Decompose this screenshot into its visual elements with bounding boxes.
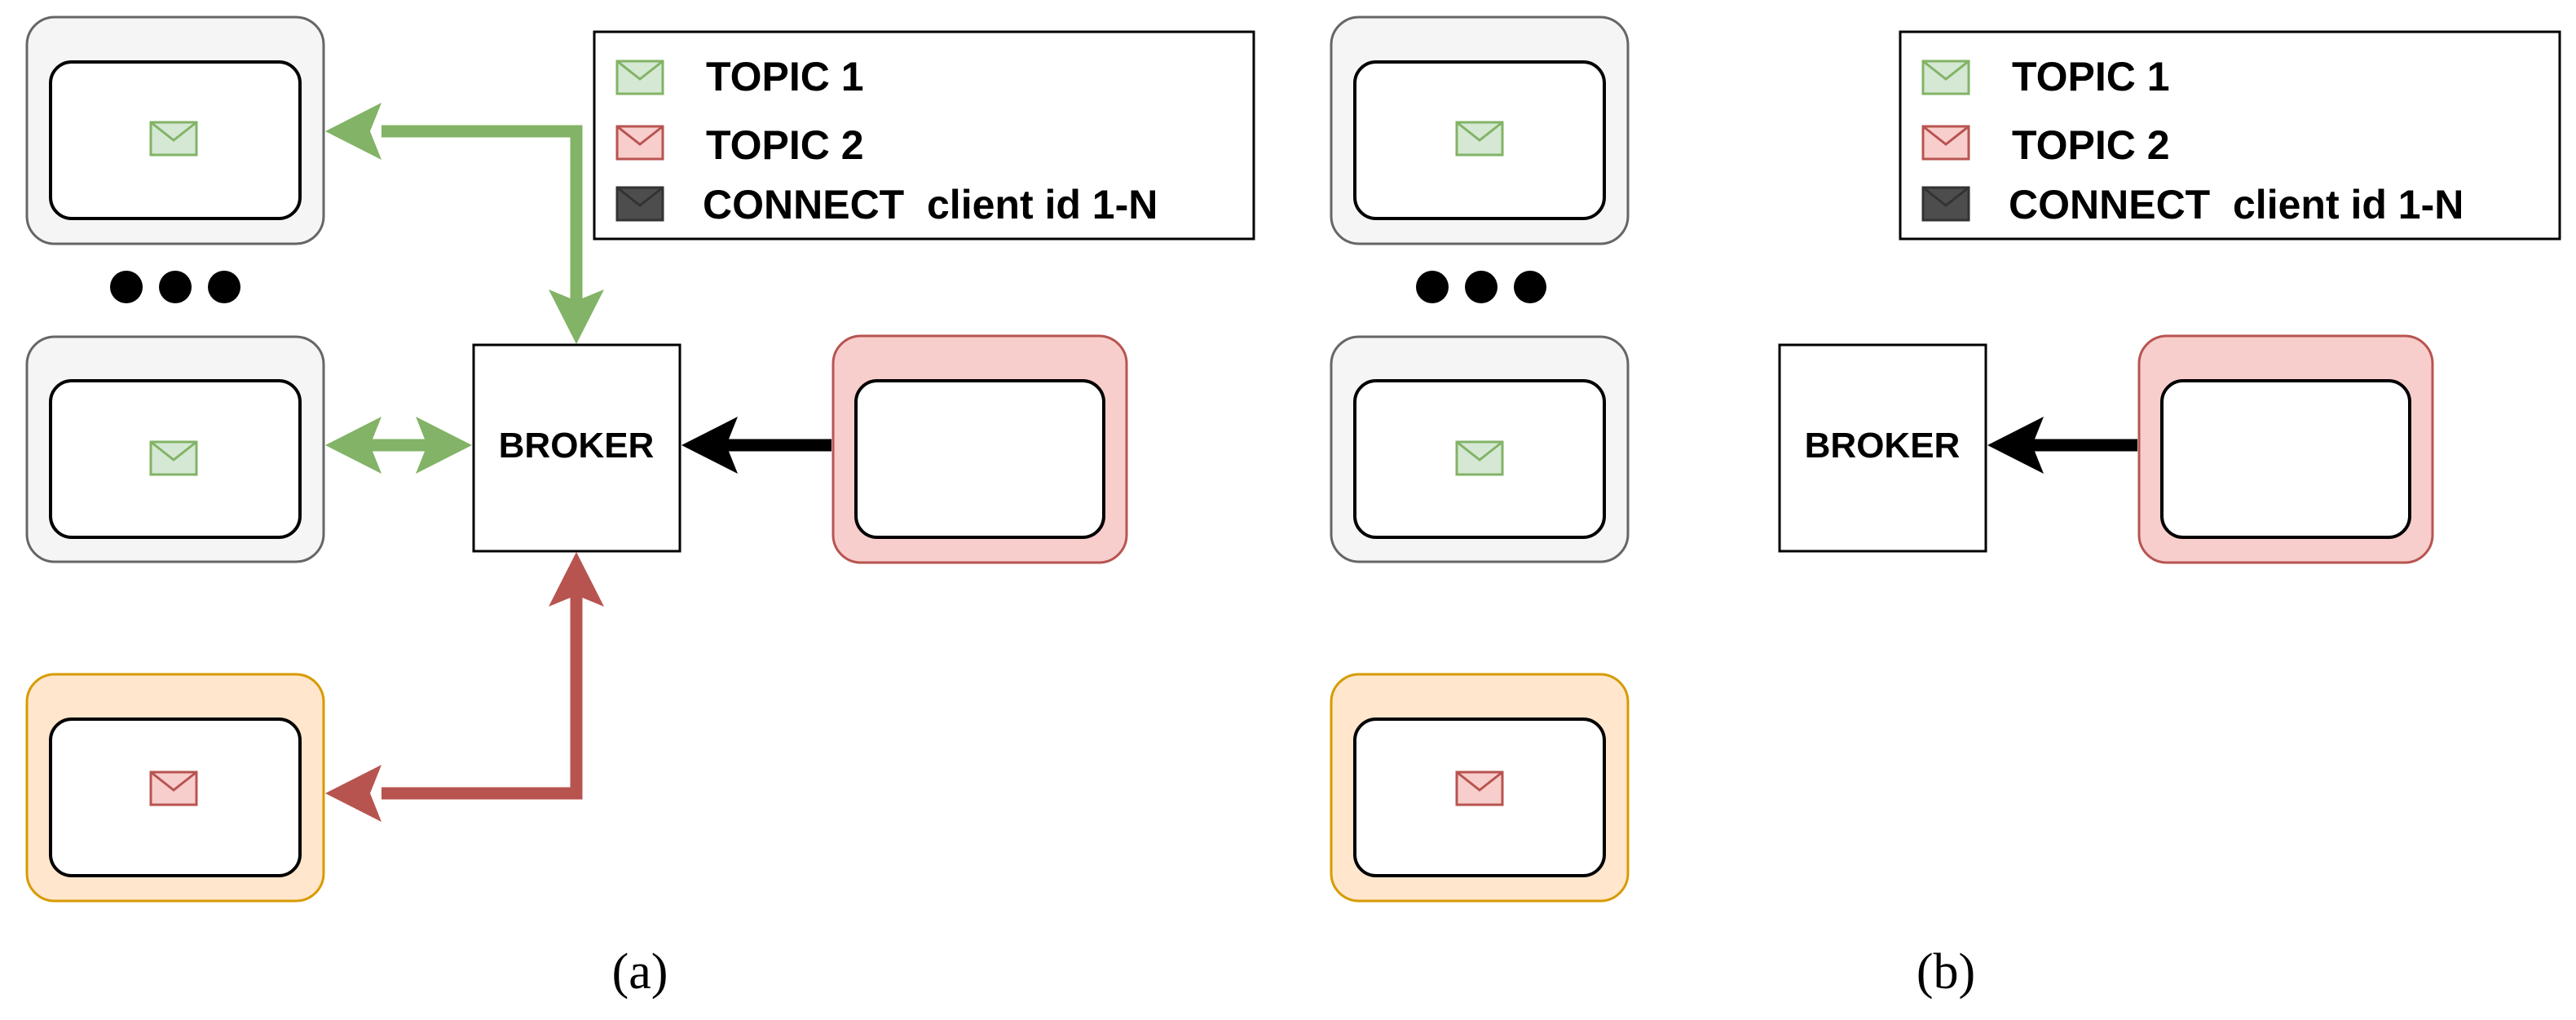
topic1-envelope-icon: [1455, 440, 1504, 476]
ellipsis-dots: [110, 271, 240, 303]
subscriber-bottom: [25, 673, 325, 903]
broker-box: BROKER: [1778, 343, 1987, 553]
caption-b: (b): [1917, 944, 1975, 1000]
legend-topic2-label: TOPIC 2: [706, 122, 864, 168]
legend: TOPIC 1 TOPIC 2 CONNECT client id 1-N: [1899, 30, 2561, 241]
legend-connect-label: CONNECT client id 1-N: [703, 182, 1158, 227]
arrow-publisher-to-broker: [1987, 417, 2137, 474]
subscriber-middle: [25, 335, 325, 563]
legend-topic2-label: TOPIC 2: [2012, 122, 2170, 168]
publisher-box: [2137, 334, 2434, 564]
subscriber-middle: [1330, 335, 1630, 563]
legend-topic2-icon: [615, 125, 664, 161]
arrow-broker-to-bottom: [325, 552, 604, 822]
broker-label: BROKER: [1805, 426, 1961, 466]
legend-topic1-icon: [1921, 60, 1970, 95]
legend: TOPIC 1 TOPIC 2 CONNECT client id 1-N: [593, 30, 1255, 241]
subscriber-top: [1330, 15, 1630, 245]
panel-b: BROKER TOPIC 1 TOPIC 2: [1330, 15, 2561, 1000]
broker-box: BROKER: [472, 343, 681, 553]
ellipsis-dots: [1416, 271, 1546, 303]
panel-a: BROKER: [25, 15, 1255, 1000]
topic2-envelope-icon: [1455, 771, 1504, 806]
topic1-envelope-icon: [1455, 121, 1504, 157]
legend-topic2-icon: [1921, 125, 1970, 161]
arrow-broker-to-top: [325, 103, 604, 344]
legend-topic1-label: TOPIC 1: [706, 54, 864, 99]
publisher-box: [831, 334, 1128, 564]
subscriber-top: [25, 15, 325, 245]
subscriber-bottom: [1330, 673, 1630, 903]
legend-connect-label: CONNECT client id 1-N: [2009, 182, 2464, 227]
arrow-publisher-to-broker: [681, 417, 831, 474]
topic1-envelope-icon: [149, 440, 198, 476]
legend-connect-icon: [615, 186, 664, 222]
legend-topic1-icon: [615, 60, 664, 95]
topic2-envelope-icon: [149, 771, 198, 806]
legend-connect-icon: [1921, 186, 1970, 222]
caption-a: (a): [612, 944, 668, 1000]
broker-label: BROKER: [499, 426, 655, 466]
arrow-broker-middle: [325, 417, 472, 474]
topic1-envelope-icon: [149, 121, 198, 157]
legend-topic1-label: TOPIC 1: [2012, 54, 2170, 99]
